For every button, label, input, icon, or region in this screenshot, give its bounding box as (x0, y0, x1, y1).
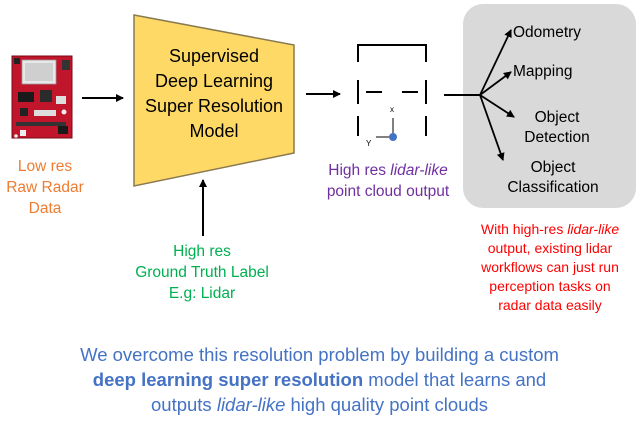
summary-italic: lidar-like (216, 394, 286, 415)
input-label-line: Data (28, 200, 62, 217)
task-object-detection-line: Detection (524, 129, 590, 146)
point-cloud-sketch (357, 44, 427, 136)
summary-line3-prefix: outputs (151, 394, 217, 415)
model-title: Supervised Deep Learning Super Resolutio… (134, 44, 294, 144)
summary-text: We overcome this resolution problem by b… (0, 342, 639, 417)
note-prefix: With high-res (480, 221, 568, 237)
note-line: With high-res lidar-like (462, 220, 638, 239)
note-line: perception tasks on (489, 278, 611, 294)
ground-truth-line: Ground Truth Label (135, 264, 269, 281)
note-line: workflows can just run (481, 259, 619, 275)
task-mapping: Mapping (513, 63, 573, 80)
summary-line1: We overcome this resolution problem by b… (80, 344, 559, 365)
point-cloud-label: High res lidar-like point cloud output (308, 160, 468, 202)
task-object-classification-line: Object (530, 159, 576, 176)
summary-line3-rest: high quality point clouds (285, 394, 488, 415)
task-fan-arrows (479, 29, 515, 161)
note-italic: lidar-like (567, 221, 620, 237)
task-object-classification: Object Classification (498, 158, 608, 198)
ground-truth-line: E.g: Lidar (168, 285, 236, 302)
axis-x-label: x (390, 105, 394, 114)
task-object-classification-line: Classification (507, 179, 599, 196)
model-title-line: Deep Learning (154, 71, 274, 91)
note-line: output, existing lidar (487, 240, 613, 256)
summary-line2: deep learning super resolution model tha… (0, 367, 639, 392)
input-label: Low res Raw Radar Data (0, 156, 90, 219)
note-line: radar data easily (498, 297, 602, 313)
model-title-line: Supervised (168, 46, 260, 66)
model-title-line: Model (189, 121, 239, 141)
task-object-detection: Object Detection (517, 108, 597, 148)
point-cloud-label-line2: point cloud output (326, 183, 450, 200)
task-odometry: Odometry (513, 24, 582, 41)
axis-y-label: Y (366, 139, 372, 148)
task-object-detection-line: Object (534, 109, 580, 126)
summary-line2-rest: model that learns and (363, 369, 547, 390)
point-cloud-label-prefix: High res (328, 162, 391, 179)
radar-board-image (11, 55, 73, 139)
model-trapezoid (133, 14, 295, 187)
ground-truth-line: High res (173, 243, 231, 260)
axis-glyph (376, 118, 397, 141)
model-title-line: Super Resolution (144, 96, 284, 116)
input-label-line: Low res (17, 158, 73, 175)
ground-truth-label: High res Ground Truth Label E.g: Lidar (122, 241, 282, 304)
lidar-workflow-note: With high-res lidar-like output, existin… (462, 220, 638, 315)
summary-line3: outputs lidar-like high quality point cl… (0, 392, 639, 417)
summary-bold: deep learning super resolution (92, 369, 364, 390)
point-cloud-label-italic: lidar-like (390, 162, 448, 179)
point-cloud-label-line1: High res lidar-like (308, 160, 468, 181)
input-label-line: Raw Radar (6, 179, 84, 196)
